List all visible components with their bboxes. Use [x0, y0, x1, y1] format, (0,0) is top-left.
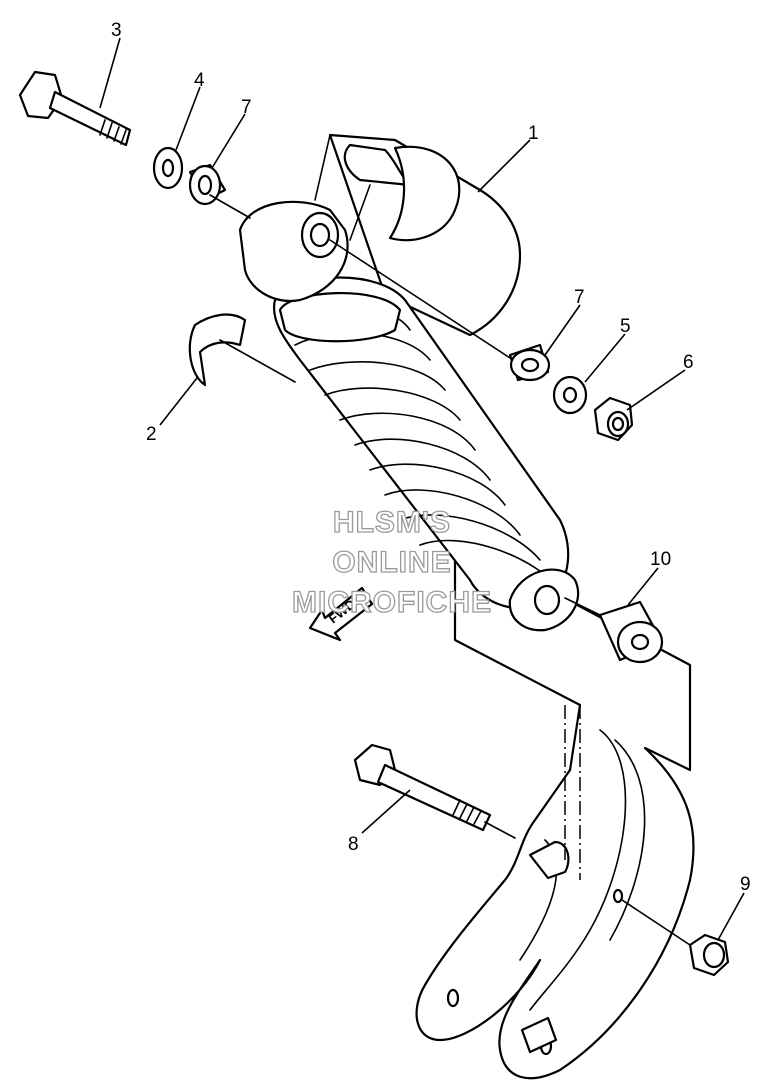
- callout-numbers: 3 4 7 1 2 7 5 6 10 8 9: [111, 20, 751, 895]
- callout-6: 6: [683, 352, 694, 373]
- washer-5: [552, 375, 588, 415]
- callout-10: 10: [650, 549, 671, 570]
- bracket-2: [188, 313, 247, 387]
- shock-absorber: [238, 200, 580, 632]
- nut-6: [593, 396, 634, 442]
- callout-7-top: 7: [241, 97, 252, 118]
- callout-5: 5: [620, 316, 631, 337]
- watermark-line-3: MICROFICHE: [292, 586, 492, 619]
- leader-lines: [99, 37, 745, 941]
- callout-7-right: 7: [574, 287, 585, 308]
- collar-7-right: [508, 343, 551, 382]
- callout-8: 8: [348, 834, 359, 855]
- callout-4: 4: [194, 70, 205, 91]
- collar-10: [598, 600, 664, 664]
- watermark-line-2: ONLINE: [332, 546, 451, 579]
- washer-4: [152, 146, 184, 190]
- collar-7-top: [188, 163, 227, 206]
- callout-3: 3: [111, 20, 122, 41]
- watermark-line-1: HLSM'S: [333, 506, 451, 539]
- relay-arm: [415, 538, 695, 1080]
- alignment-lines: [209, 194, 691, 946]
- nut-9: [688, 933, 730, 977]
- callout-9: 9: [740, 874, 751, 895]
- callout-2: 2: [146, 424, 157, 445]
- shock-reservoir: [314, 133, 522, 337]
- watermark: HLSM'S ONLINE MICROFICHE: [291, 505, 492, 619]
- bolt-3: [18, 70, 132, 147]
- callout-1: 1: [528, 123, 539, 144]
- bolt-8: [353, 743, 492, 832]
